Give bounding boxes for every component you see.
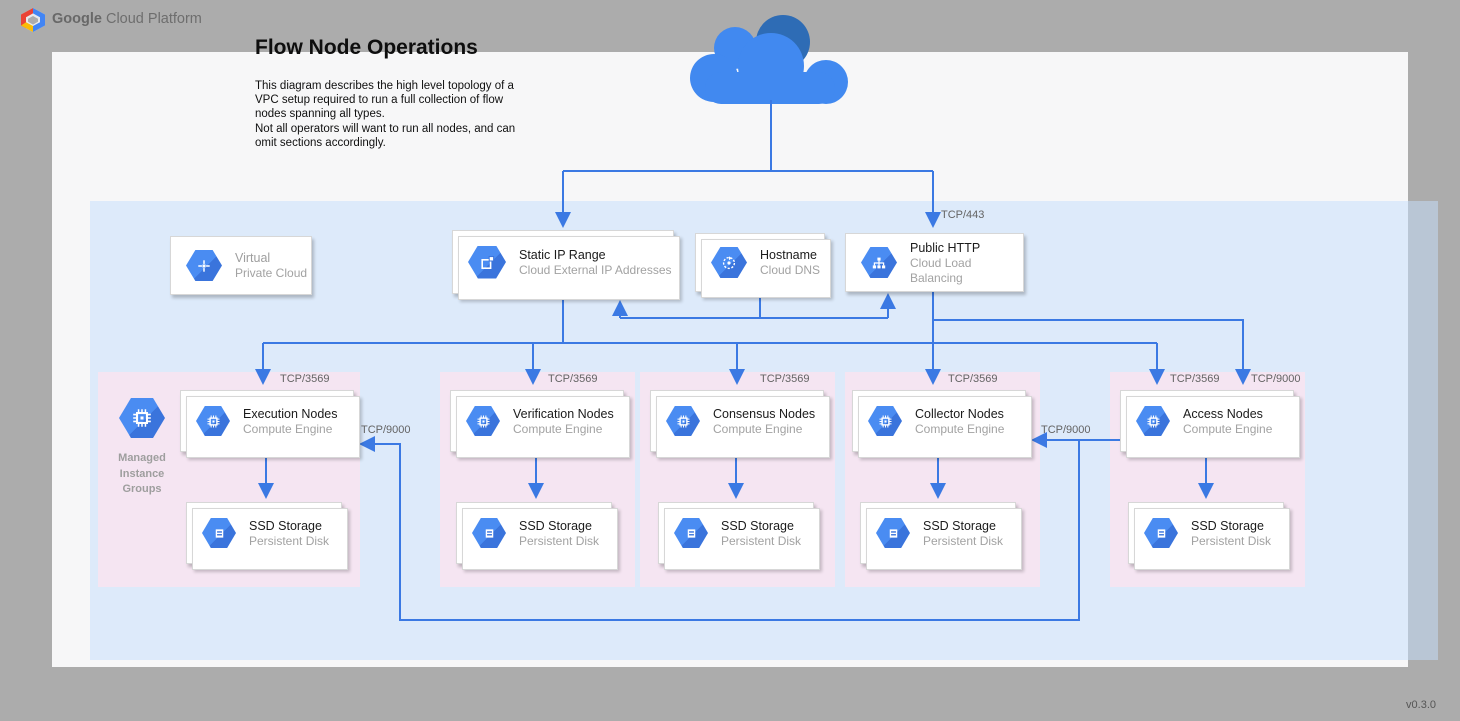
execution-ssd-subtitle: Persistent Disk	[249, 533, 330, 548]
brand-cloud-platform: Cloud Platform	[101, 11, 202, 27]
collector-nodes-title: Collector Nodes	[915, 406, 1004, 421]
vpc-icon	[186, 250, 222, 281]
cloud-dns-icon	[711, 247, 747, 278]
persistent-disk-icon	[202, 518, 236, 548]
consensus-nodes-title: Consensus Nodes	[713, 406, 816, 421]
public-http-subtitle: Cloud Load Balancing	[910, 255, 972, 285]
hostname-subtitle: Cloud DNS	[760, 263, 821, 277]
access-ssd-card: SSD Storage Persistent Disk	[1128, 502, 1290, 570]
port-label-collection-access: TCP/9000	[1251, 373, 1301, 385]
persistent-disk-icon	[472, 518, 506, 548]
port-label-flow-access: TCP/3569	[1170, 373, 1220, 385]
static-ip-card: Static IP Range Cloud External IP Addres…	[452, 230, 680, 300]
collector-nodes-card: Collector Nodes Compute Engine	[852, 390, 1032, 458]
access-nodes-card: Access Nodes Compute Engine	[1120, 390, 1300, 458]
vpc-line1: Virtual	[235, 251, 271, 265]
access-nodes-title: Access Nodes	[1183, 406, 1263, 421]
consensus-ssd-card: SSD Storage Persistent Disk	[658, 502, 820, 570]
consensus-ssd-subtitle: Persistent Disk	[721, 533, 802, 548]
compute-engine-icon	[466, 406, 500, 436]
collector-nodes-subtitle: Compute Engine	[915, 421, 1005, 436]
public-http-card: Public HTTP Cloud Load Balancing	[845, 233, 1024, 292]
verification-ssd-card: SSD Storage Persistent Disk	[456, 502, 618, 570]
execution-ssd-card: SSD Storage Persistent Disk	[186, 502, 348, 570]
compute-engine-icon	[1136, 406, 1170, 436]
verification-ssd-subtitle: Persistent Disk	[519, 533, 600, 548]
execution-ssd-title: SSD Storage	[249, 518, 322, 533]
description-paragraph-1: This diagram describes the high level to…	[255, 80, 514, 120]
port-label-flow-execution: TCP/3569	[280, 373, 330, 385]
compute-engine-icon	[868, 406, 902, 436]
execution-nodes-subtitle: Compute Engine	[243, 421, 333, 436]
hostname-title: Hostname	[760, 248, 817, 262]
hostname-card: Hostname Cloud DNS	[695, 233, 831, 298]
port-label-flow-consensus: TCP/3569	[760, 373, 810, 385]
consensus-ssd-title: SSD Storage	[721, 518, 794, 533]
port-label-collection-collector: TCP/9000	[1041, 424, 1091, 436]
external-ip-icon	[468, 245, 506, 279]
compute-engine-icon	[666, 406, 700, 436]
verification-nodes-subtitle: Compute Engine	[513, 421, 603, 436]
collector-ssd-title: SSD Storage	[923, 518, 996, 533]
consensus-nodes-card: Consensus Nodes Compute Engine	[650, 390, 830, 458]
execution-nodes-card: Execution Nodes Compute Engine	[180, 390, 360, 458]
managed-instance-groups-label: Managed Instance Groups	[118, 452, 166, 495]
port-label-https: TCP/443	[941, 209, 985, 221]
verification-nodes-card: Verification Nodes Compute Engine	[450, 390, 630, 458]
verification-ssd-title: SSD Storage	[519, 518, 592, 533]
compute-engine-icon	[196, 406, 230, 436]
public-http-title: Public HTTP	[910, 240, 981, 255]
access-nodes-subtitle: Compute Engine	[1183, 421, 1273, 436]
public-internet-cloud-icon	[690, 15, 848, 104]
static-ip-title: Static IP Range	[519, 247, 606, 262]
execution-nodes-title: Execution Nodes	[243, 406, 338, 421]
version-label: v0.3.0	[1406, 699, 1436, 711]
port-label-collection-execution: TCP/9000	[361, 424, 411, 436]
port-label-flow-collector: TCP/3569	[948, 373, 998, 385]
gcp-logo-icon	[21, 8, 45, 32]
collector-ssd-card: SSD Storage Persistent Disk	[860, 502, 1022, 570]
brand-google: Google	[52, 11, 102, 27]
brand-text: Google Cloud Platform	[52, 11, 202, 27]
page-title: Flow Node Operations	[255, 36, 478, 59]
description-paragraph-2: Not all operators will want to run all n…	[255, 123, 516, 149]
load-balancer-icon	[861, 247, 897, 278]
vpc-line2: Private Cloud	[235, 266, 308, 280]
access-ssd-subtitle: Persistent Disk	[1191, 533, 1272, 548]
port-label-flow-verification: TCP/3569	[548, 373, 598, 385]
persistent-disk-icon	[876, 518, 910, 548]
persistent-disk-icon	[674, 518, 708, 548]
collector-ssd-subtitle: Persistent Disk	[923, 533, 1004, 548]
vpc-label-card: Virtual Private Cloud	[170, 236, 312, 295]
access-ssd-title: SSD Storage	[1191, 518, 1264, 533]
consensus-nodes-subtitle: Compute Engine	[713, 421, 803, 436]
persistent-disk-icon	[1144, 518, 1178, 548]
verification-nodes-title: Verification Nodes	[513, 406, 614, 421]
static-ip-subtitle: Cloud External IP Addresses	[519, 262, 672, 277]
